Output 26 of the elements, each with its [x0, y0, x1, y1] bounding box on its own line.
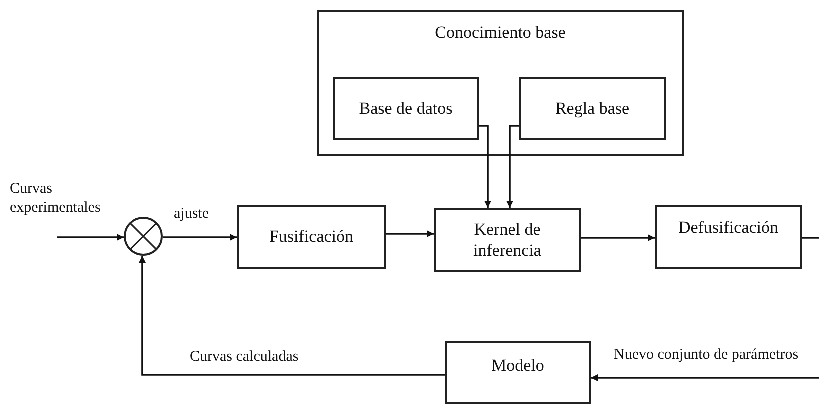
group-title: Conocimiento base: [435, 22, 566, 44]
box-label: Fusificación: [269, 226, 354, 248]
arrow: [506, 125, 519, 208]
process-box: [237, 205, 386, 269]
box-label: Regla base: [555, 98, 630, 120]
process-box: [445, 341, 591, 404]
process-box: [655, 205, 802, 269]
arrow: [591, 374, 819, 382]
process-box: [317, 10, 684, 156]
summing-junction: [124, 217, 163, 256]
arrow: [581, 234, 655, 242]
arrow: [139, 256, 445, 376]
arrow: [386, 230, 434, 238]
process-box: [333, 77, 479, 140]
input-label: Curvas experimentales: [10, 180, 102, 218]
box-label: Modelo: [492, 355, 544, 376]
process-box: [519, 77, 666, 140]
process-box: [434, 208, 581, 272]
box-label: Base de datos: [359, 98, 453, 120]
edge-label: ajuste: [174, 205, 209, 223]
arrow: [57, 234, 124, 241]
box-label: Kernel de inferencia: [472, 218, 542, 262]
edge-label: Nuevo conjunto de parámetros: [614, 346, 799, 364]
arrow: [479, 125, 492, 208]
box-label: Defusificación: [678, 217, 779, 238]
arrow: [163, 234, 237, 241]
